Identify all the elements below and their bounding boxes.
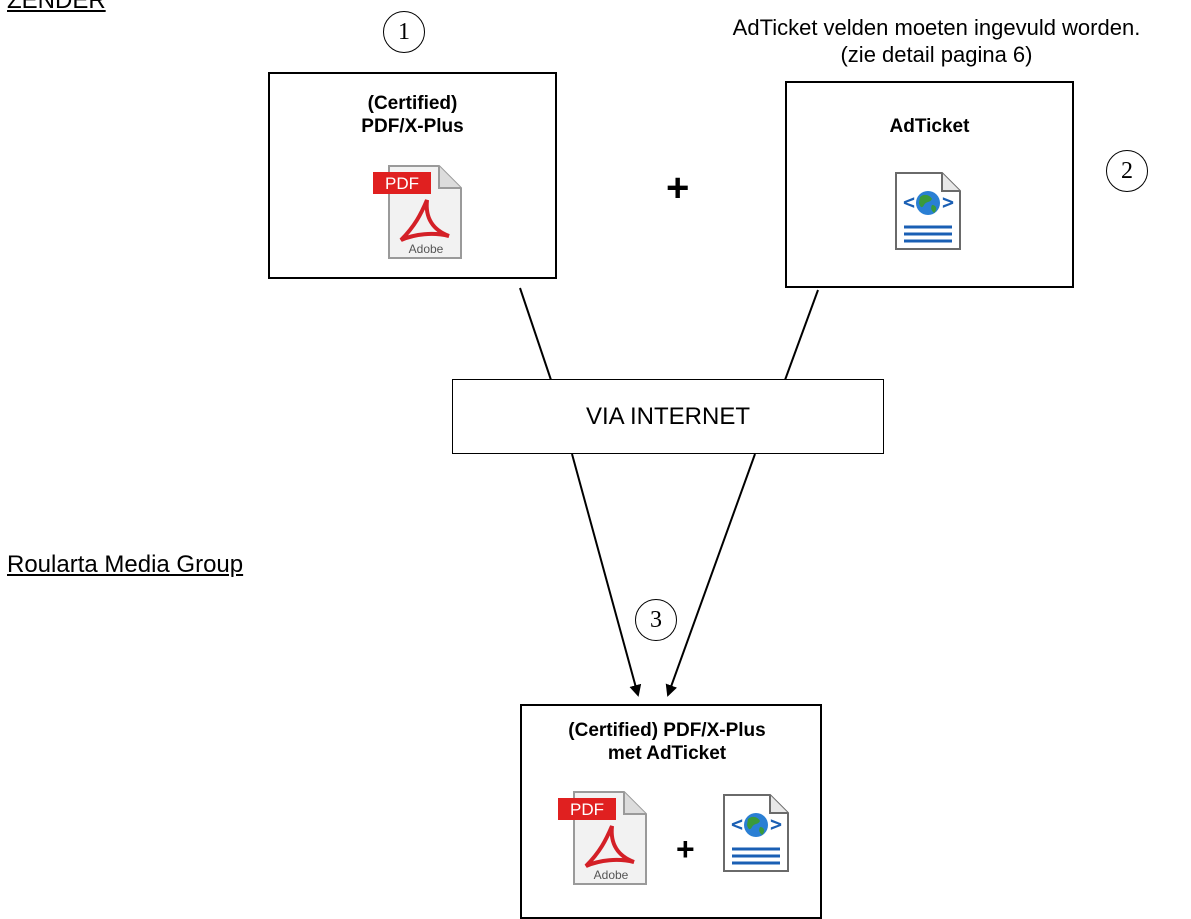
adticket-note-line1: AdTicket velden moeten ingevuld worden. (732, 15, 1141, 40)
pdf-badge-text: PDF (385, 174, 419, 193)
step-1-circle: 1 (383, 11, 425, 53)
sender-label: ZENDER (7, 0, 106, 14)
svg-text:<: < (731, 812, 743, 836)
result-plus-sign: + (676, 831, 695, 867)
xml-web-document-icon: < > (723, 794, 789, 872)
step-2-circle: 2 (1106, 150, 1148, 192)
via-internet-box: VIA INTERNET (452, 379, 884, 454)
pdf-file-icon: PDF Adobe (558, 791, 647, 885)
line-adticket-to-internet (784, 289, 819, 381)
pdf-badge-text: PDF (570, 800, 604, 819)
plus-sign: + (666, 166, 690, 210)
pdf-brand-text: Adobe (594, 868, 629, 882)
result-box-title-line2: met AdTicket (607, 743, 727, 764)
pdf-box-title-line2: PDF/X-Plus (361, 116, 464, 137)
svg-text:>: > (770, 812, 782, 836)
adticket-box: AdTicket < > (785, 81, 1074, 288)
pdf-brand-text: Adobe (409, 242, 444, 256)
adticket-note: AdTicket velden moeten ingevuld worden. … (689, 14, 1184, 68)
arrow-internet-to-result-left (571, 453, 642, 697)
svg-text:<: < (903, 190, 915, 214)
pdf-box-title: (Certified) PDF/X-Plus (270, 92, 555, 138)
pdf-box-title-line1: (Certified) (367, 93, 458, 114)
adticket-note-line2: (zie detail pagina 6) (840, 42, 1033, 67)
receiver-label: Roularta Media Group (7, 551, 244, 578)
pdf-file-icon: PDF Adobe (373, 165, 462, 259)
result-box-title-line1: (Certified) PDF/X-Plus (568, 720, 766, 741)
line-pdf-to-internet (519, 287, 552, 381)
via-internet-label: VIA INTERNET (585, 402, 751, 430)
svg-text:>: > (942, 190, 954, 214)
result-box-title: (Certified) PDF/X-Plus met AdTicket (514, 719, 820, 765)
pdf-box: (Certified) PDF/X-Plus PDF Adobe (268, 72, 557, 279)
arrow-internet-to-result-right (665, 453, 756, 697)
step-3-circle: 3 (635, 599, 677, 641)
result-box: (Certified) PDF/X-Plus met AdTicket PDF … (520, 704, 822, 919)
adticket-box-title: AdTicket (889, 116, 970, 137)
xml-web-document-icon: < > (895, 172, 961, 250)
